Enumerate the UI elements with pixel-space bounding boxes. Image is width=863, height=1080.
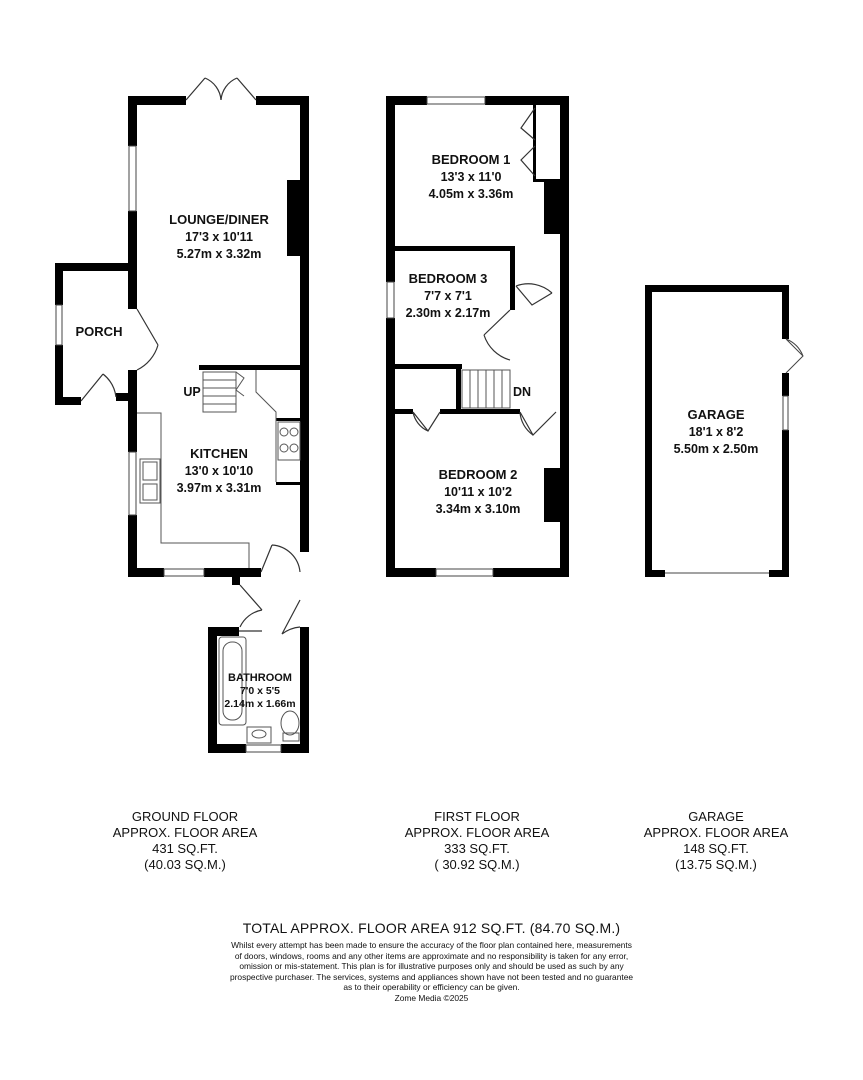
bathroom-label: BATHROOM [228, 672, 292, 684]
bedroom1-imperial: 13'3 x 11'0 [441, 170, 502, 184]
garage-caption-title: GARAGE [688, 809, 744, 824]
first-floor-fixtures [461, 369, 511, 409]
garage-metric: 5.50m x 2.50m [674, 442, 759, 456]
garage-label: GARAGE [687, 407, 744, 422]
first-floor-windows [386, 96, 494, 577]
copyright: Zome Media ©2025 [394, 992, 469, 1003]
first-floor-walls [386, 96, 569, 577]
first-floor-caption-title: FIRST FLOOR [434, 809, 520, 824]
ground-floor-caption-subtitle: APPROX. FLOOR AREA [112, 825, 258, 840]
bedroom3-metric: 2.30m x 2.17m [406, 306, 491, 320]
bedroom3-imperial: 7'7 x 7'1 [424, 289, 472, 303]
bedroom2-metric: 3.34m x 3.10m [436, 502, 521, 516]
ground-floor-windows [55, 145, 282, 753]
garage-caption-sqft: 148 SQ.FT. [683, 841, 749, 856]
bedroom1-metric: 4.05m x 3.36m [429, 187, 514, 201]
bedroom3-label: BEDROOM 3 [409, 271, 488, 286]
bedroom2-label: BEDROOM 2 [439, 467, 518, 482]
garage-openings [665, 338, 804, 574]
lounge-diner-imperial: 17'3 x 10'11 [185, 230, 253, 244]
ground-floor-labels: LOUNGE/DINER 17'3 x 10'11 5.27m x 3.32m … [76, 212, 296, 710]
first-floor-plan: BEDROOM 1 13'3 x 11'0 4.05m x 3.36m BEDR… [386, 96, 569, 577]
porch-label: PORCH [76, 324, 123, 339]
first-floor-caption: FIRST FLOOR APPROX. FLOOR AREA 333 SQ.FT… [372, 809, 582, 873]
garage-caption: GARAGE APPROX. FLOOR AREA 148 SQ.FT. (13… [611, 809, 821, 873]
lounge-diner-metric: 5.27m x 3.32m [177, 247, 262, 261]
garage-caption-subtitle: APPROX. FLOOR AREA [643, 825, 789, 840]
garage-plan: GARAGE 18'1 x 8'2 5.50m x 2.50m [645, 285, 804, 577]
total-floor-area: TOTAL APPROX. FLOOR AREA 912 SQ.FT. (84.… [242, 920, 621, 936]
stairs-up-label: UP [183, 385, 200, 399]
disclaimer-line: Whilst every attempt has been made to en… [231, 940, 632, 950]
disclaimer: Whilst every attempt has been made to en… [190, 940, 673, 1004]
disclaimer-line: as to their operability or efficiency ca… [343, 982, 520, 993]
bathroom-imperial: 7'0 x 5'5 [240, 685, 280, 697]
disclaimer-line: of doors, windows, rooms and any other i… [234, 950, 629, 961]
kitchen-metric: 3.97m x 3.31m [177, 481, 262, 495]
kitchen-imperial: 13'0 x 10'10 [185, 464, 254, 478]
first-floor-caption-subtitle: APPROX. FLOOR AREA [404, 825, 550, 840]
ground-floor-fixtures [137, 370, 301, 744]
disclaimer-line: omission or mis-statement. This plan is … [239, 961, 624, 972]
ground-floor-caption-title: GROUND FLOOR [131, 809, 239, 824]
first-floor-labels: BEDROOM 1 13'3 x 11'0 4.05m x 3.36m BEDR… [406, 152, 531, 516]
stairs-down-label: DN [513, 385, 531, 399]
disclaimer-line: prospective purchaser. The services, sys… [229, 971, 634, 982]
bedroom2-imperial: 10'11 x 10'2 [444, 485, 512, 499]
ground-floor-doors [80, 77, 301, 635]
first-floor-caption-sqm: ( 30.92 SQ.M.) [434, 857, 520, 872]
first-floor-doors [412, 107, 557, 436]
ground-floor-walls [55, 96, 309, 753]
first-floor-caption-sqft: 333 SQ.FT. [444, 841, 510, 856]
kitchen-label: KITCHEN [190, 446, 248, 461]
ground-floor-caption-sqft: 431 SQ.FT. [152, 841, 218, 856]
garage-imperial: 18'1 x 8'2 [689, 425, 744, 439]
bedroom1-label: BEDROOM 1 [432, 152, 511, 167]
ground-floor-caption-sqm: (40.03 SQ.M.) [144, 857, 226, 872]
lounge-diner-label: LOUNGE/DINER [169, 212, 269, 227]
garage-caption-sqm: (13.75 SQ.M.) [675, 857, 757, 872]
garage-labels: GARAGE 18'1 x 8'2 5.50m x 2.50m [674, 407, 759, 456]
ground-floor-caption: GROUND FLOOR APPROX. FLOOR AREA 431 SQ.F… [80, 809, 290, 873]
garage-walls [645, 285, 789, 577]
bathroom-metric: 2.14m x 1.66m [224, 698, 295, 710]
ground-floor-plan: LOUNGE/DINER 17'3 x 10'11 5.27m x 3.32m … [55, 77, 309, 753]
